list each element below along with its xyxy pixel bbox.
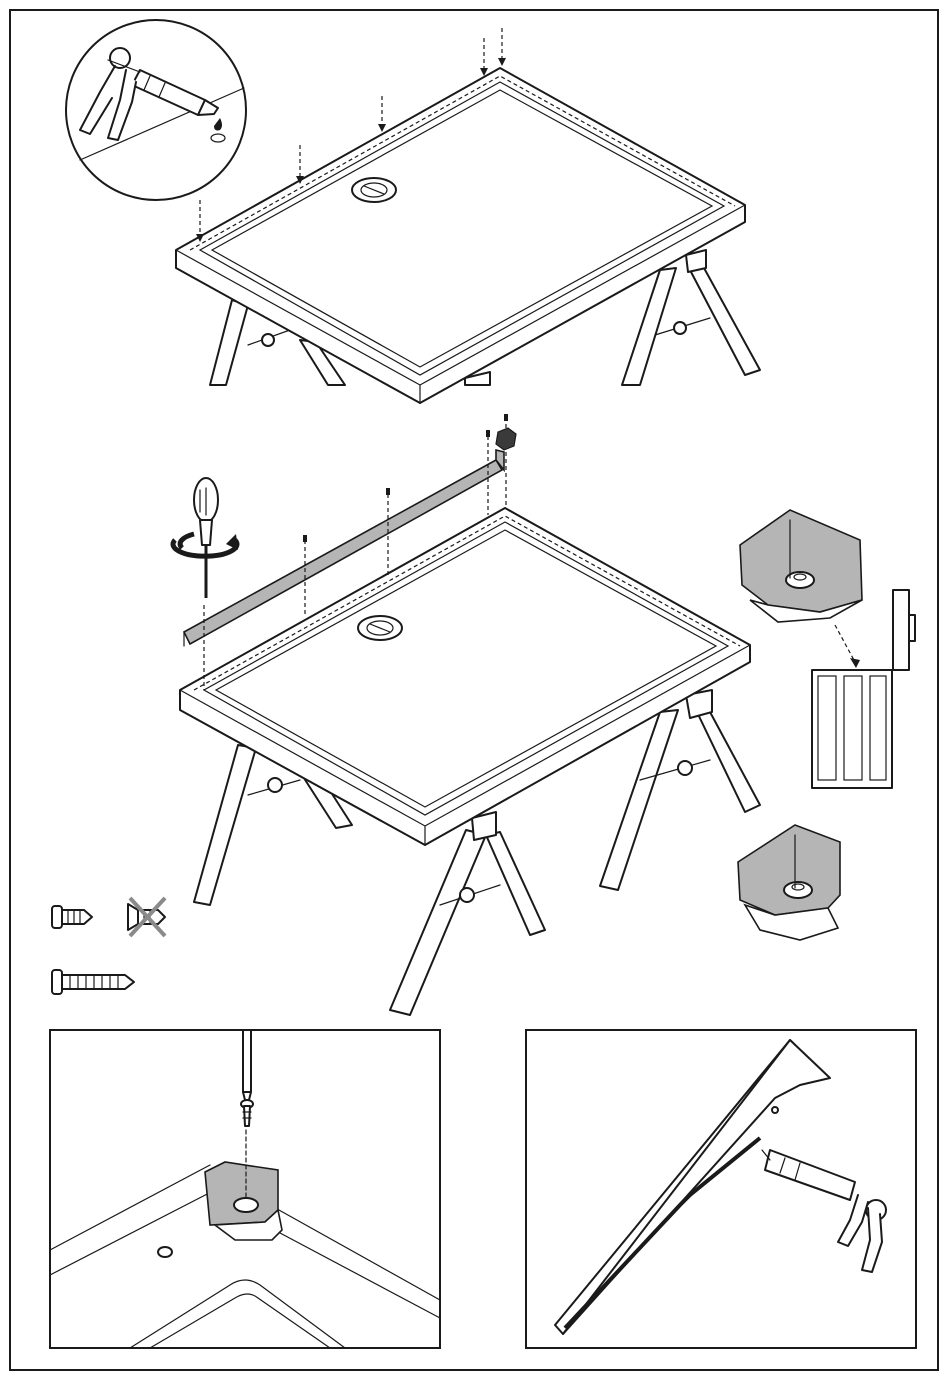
step-1-illustration <box>66 20 760 403</box>
screwdriver-icon <box>194 478 218 598</box>
long-screw-icon <box>52 970 134 994</box>
sealant-detail-inset <box>66 20 246 200</box>
countersunk-screw-crossed-icon <box>128 898 165 936</box>
wall-panel-detail <box>812 590 915 788</box>
detail-box-screw-bracket <box>50 1030 440 1348</box>
screw-icon <box>52 906 92 928</box>
shower-tray-step2 <box>180 508 750 845</box>
hardware-legend <box>52 898 165 994</box>
corner-bracket-detail-upper <box>740 510 862 622</box>
step-2-illustration <box>173 414 760 1015</box>
corner-bracket-detail-lower <box>738 825 840 940</box>
corner-bracket-small <box>496 428 516 450</box>
shower-tray-step1 <box>176 68 745 403</box>
screwdriver-detail-icon <box>243 1030 251 1100</box>
detail-box-seal-profile <box>526 1030 916 1348</box>
